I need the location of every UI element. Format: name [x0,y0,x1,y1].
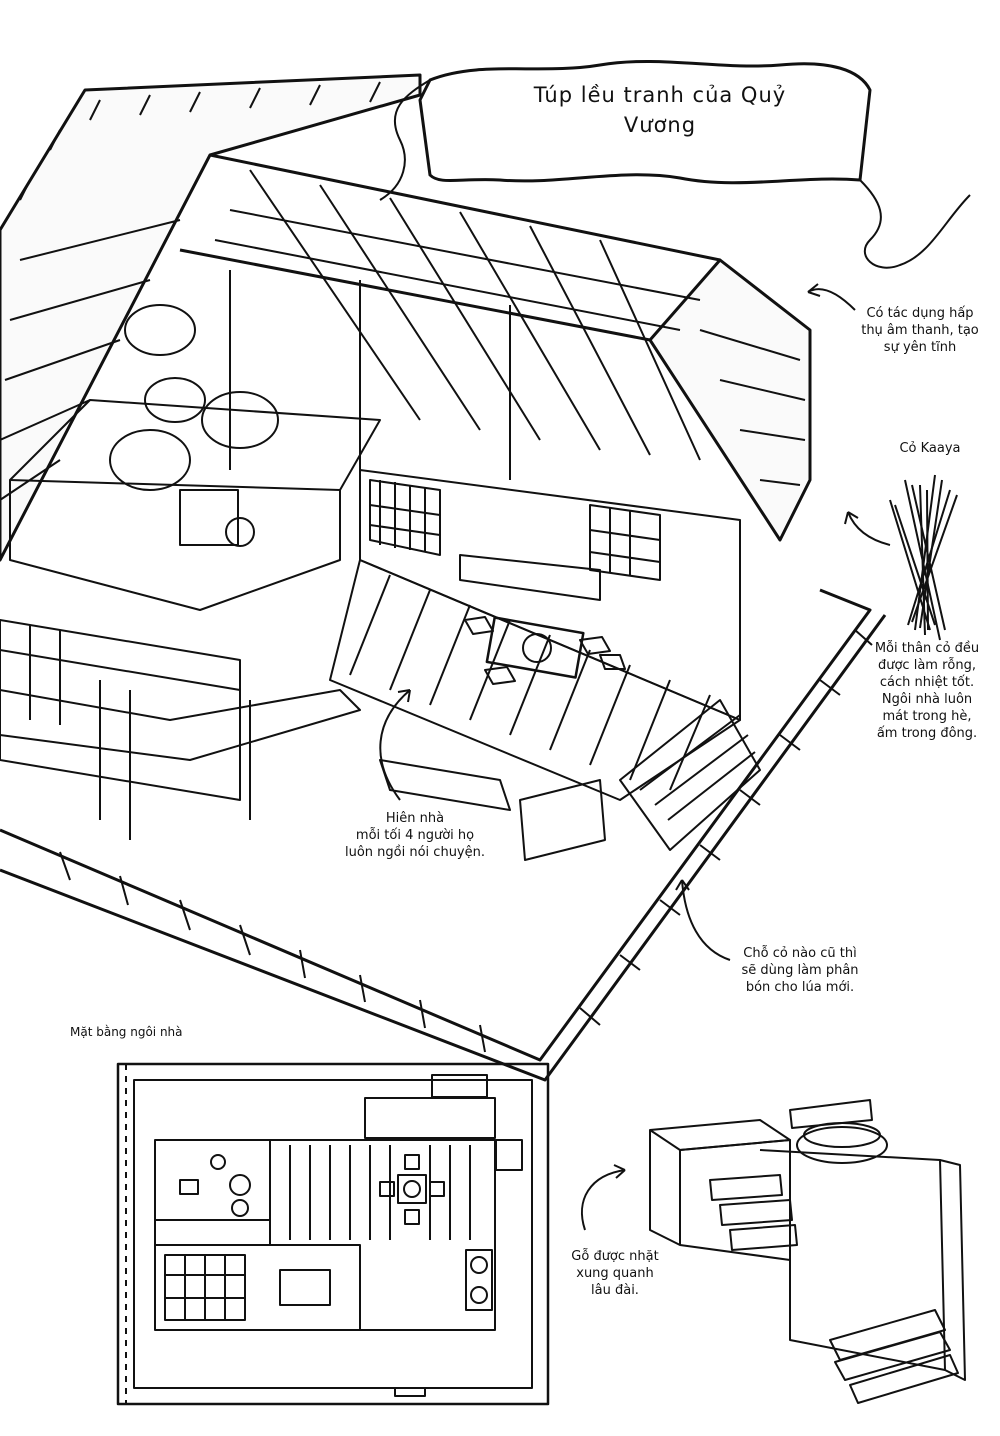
stepping-stone [379,759,511,811]
wooden-floor [329,554,741,801]
note-porch: Hiên nhà mỗi tối 4 người họ luôn ngồi nó… [345,811,485,860]
note-kaaya-grass: Cỏ Kaaya [899,441,961,456]
banner-title: Túp lều tranh của Quỷ Vương [470,80,850,140]
banner-title-line2: Vương [623,113,697,137]
interior-walls [359,469,741,721]
stone-foundation [0,588,887,1082]
roof-rafters [179,153,721,480]
kaaya-grass-icon [889,474,958,641]
arrow-icon [379,283,891,1231]
veranda [0,619,361,840]
note-fertilizer: Chỗ cỏ nào cũ thì sẽ dùng làm phân bón c… [741,946,859,995]
note-sound-absorption: Có tác dụng hấp thụ âm thanh, tạo sự yên… [861,306,979,355]
floorplan-label: Mặt bằng ngôi nhà [70,1025,183,1039]
firewood-bundle [519,699,761,861]
thatch-roof-left [0,73,422,562]
clay-stove-icon [649,1099,966,1404]
banner-title-line1: Túp lều tranh của Quỷ [533,83,787,107]
title-banner [379,60,971,269]
note-hollow-stalks: Mỗi thân cỏ đều được làm rỗng, cách nhiệ… [874,641,980,741]
floorplan-diagram [116,1062,550,1406]
loft-storage [9,304,381,611]
note-firewood: Gỗ được nhặt xung quanh lâu đài. [571,1249,659,1298]
thatch-roof-right [648,258,812,542]
